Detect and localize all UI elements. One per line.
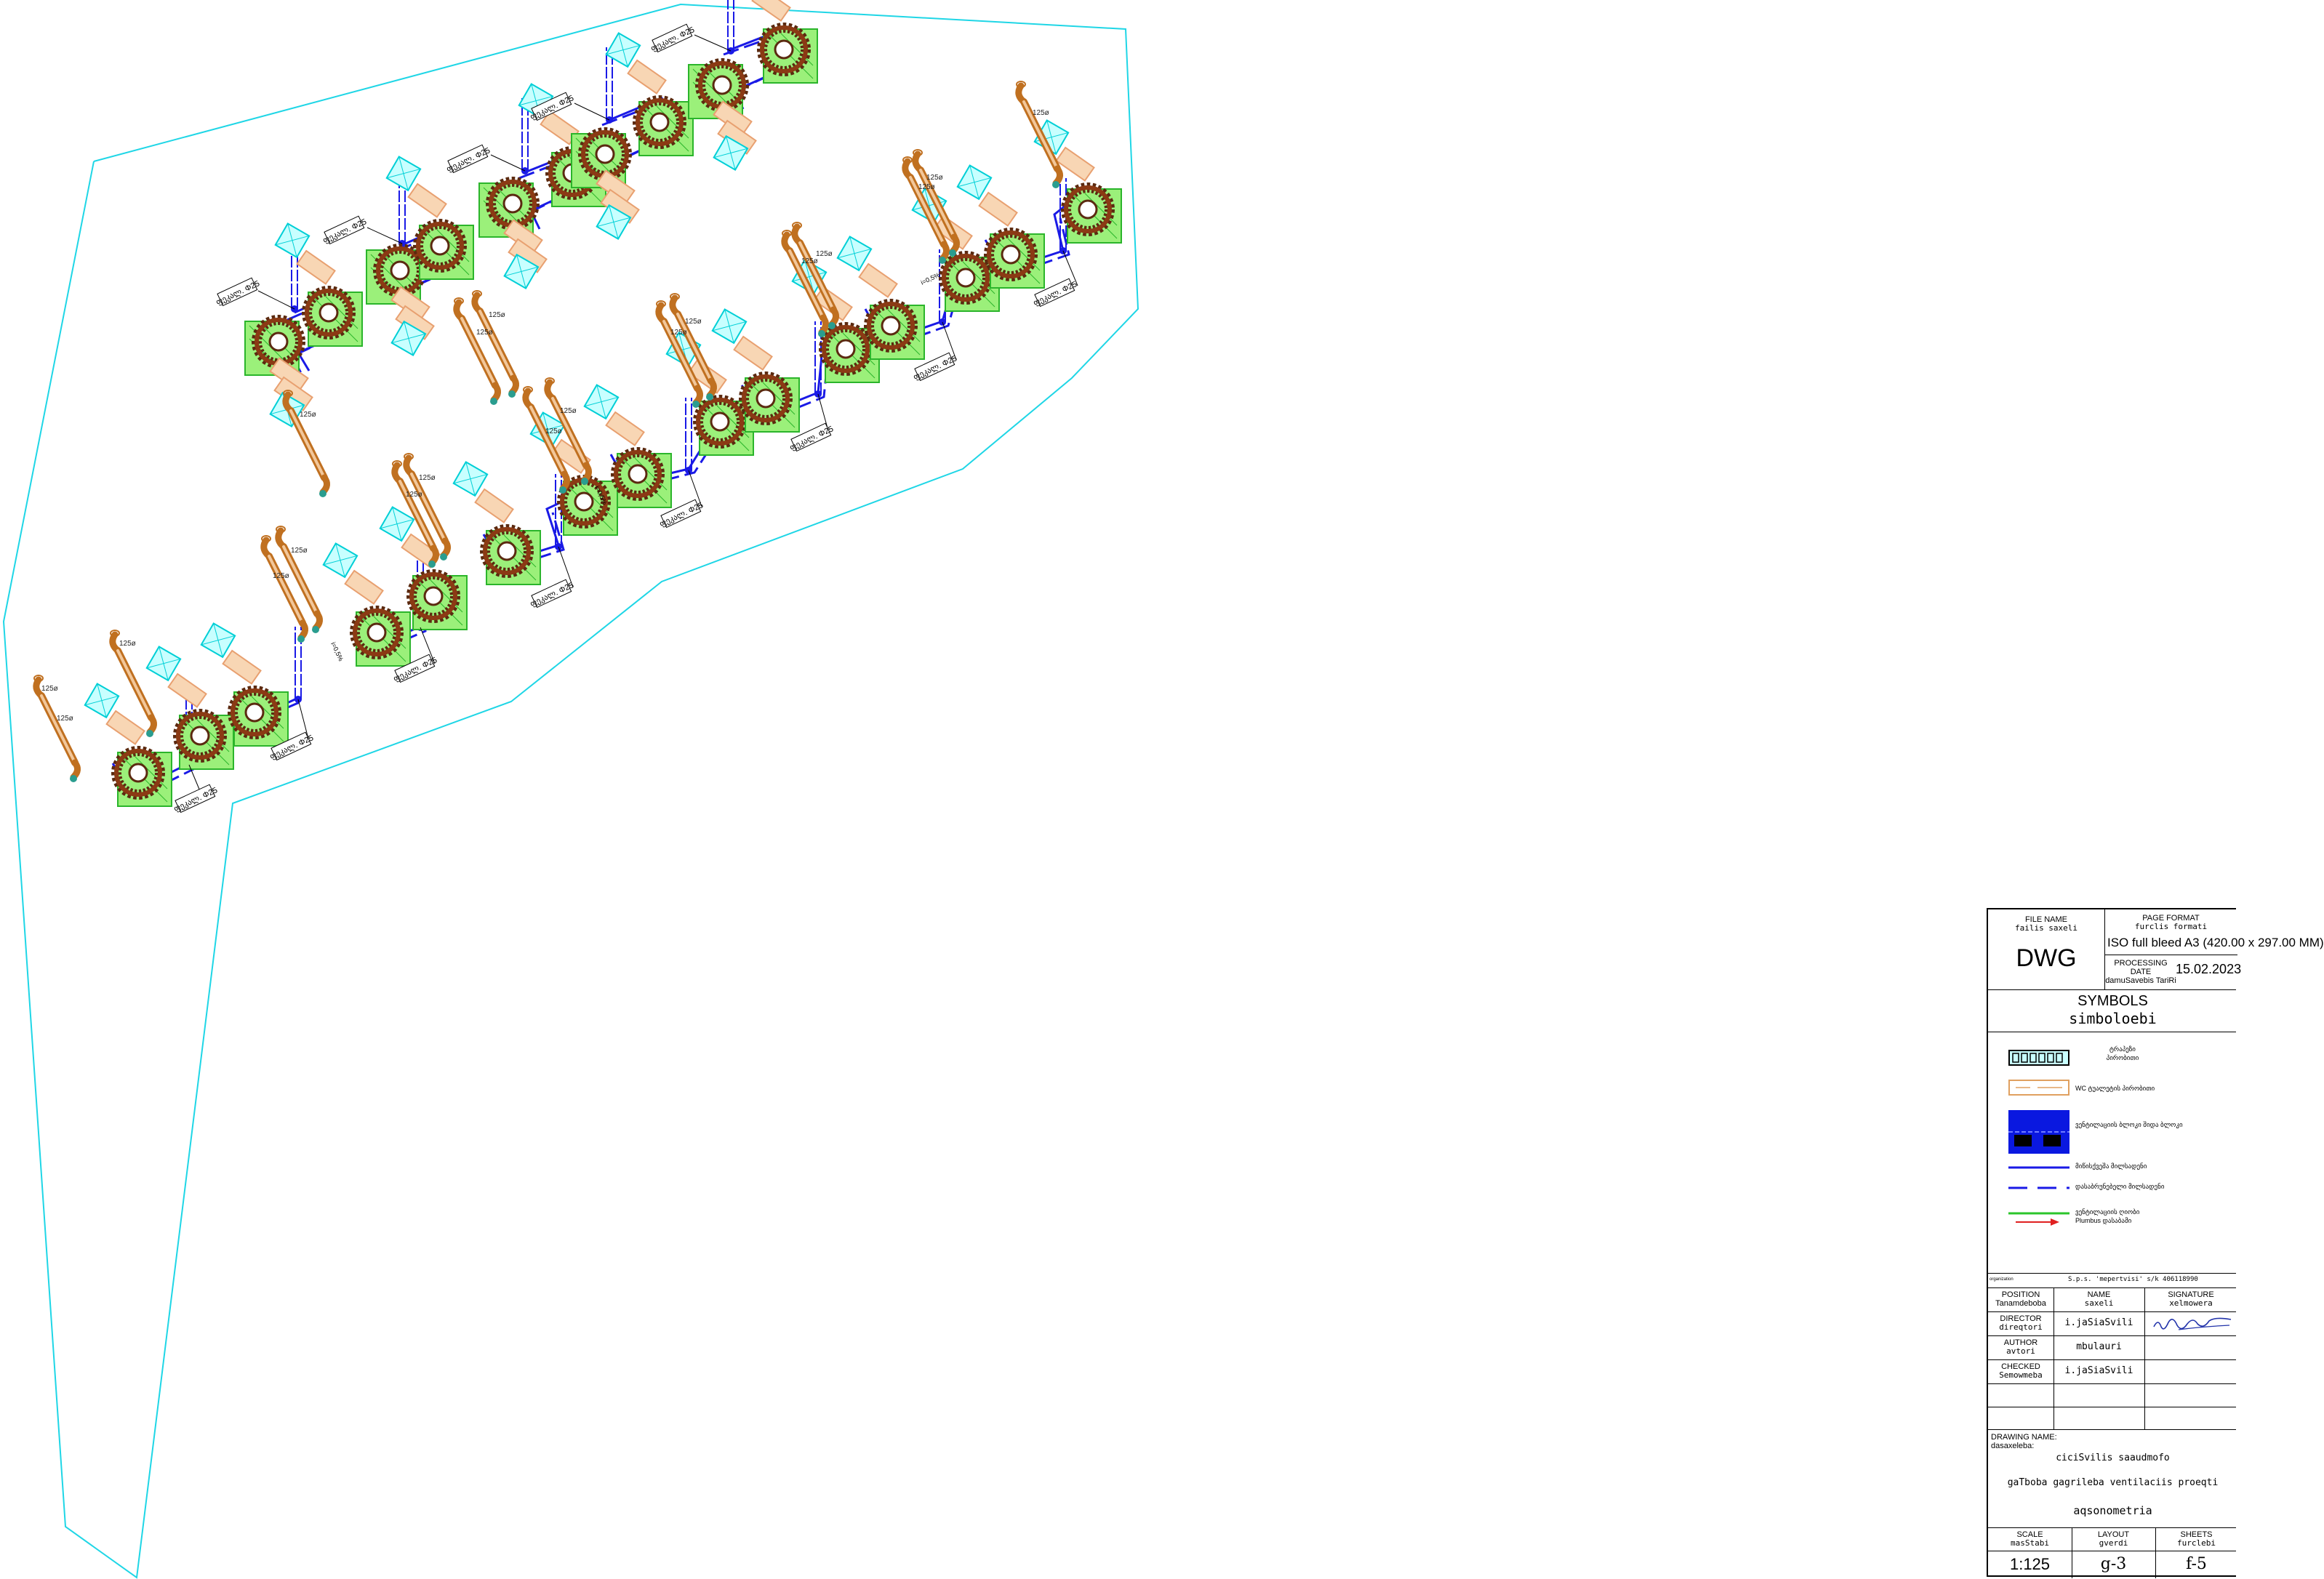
- layout-value: g-3: [2100, 1555, 2127, 1573]
- fixture-group-lower-7: [838, 188, 999, 360]
- diameter-label: 125ø: [1033, 109, 1049, 117]
- fixture-group-lower-5: [585, 332, 753, 507]
- diameter-label: 125ø: [685, 318, 702, 326]
- dashed-blue-line-icon: [2008, 1186, 2069, 1189]
- solid-blue-line-icon: [2008, 1166, 2069, 1169]
- diameter-label: 125ø: [291, 547, 308, 555]
- page-format-label: PAGE FORMAT furclis formati: [2134, 914, 2208, 931]
- file-name-label: FILE NAME failis saxeli: [2014, 915, 2078, 933]
- fixture-group-lower-1: [85, 646, 233, 806]
- diameter-label: 125ø: [300, 411, 316, 419]
- diameter-label: 125ø: [476, 329, 493, 337]
- pipe-label: ფეკალ. Φ25: [172, 784, 219, 813]
- diameter-label: 125ø: [816, 250, 833, 258]
- symbols-title: SYMBOLS: [2077, 993, 2148, 1009]
- fixture-group-lower-4: [454, 412, 617, 587]
- drawing-name-label: DRAWING NAME:dasaxeleba:: [1991, 1433, 2057, 1450]
- director-name: i.jaSiaSvili: [2064, 1317, 2133, 1328]
- processing-date-value: 15.02.2023: [2176, 962, 2242, 976]
- diameter-label: 125ø: [926, 174, 943, 182]
- fixture-group-lower-2: [201, 623, 310, 746]
- wc-icon: [2008, 1080, 2069, 1096]
- radiator-icon: [2008, 1050, 2069, 1066]
- block-icon: [2008, 1110, 2069, 1154]
- pipe-label: ფეკალ. Φ25: [215, 277, 261, 307]
- diameter-label: 125ø: [918, 183, 935, 191]
- diameter-label: 125ø: [670, 329, 687, 337]
- fixture-group-upper-5: [689, 0, 817, 170]
- pipe-label: ფეკალ. Φ25: [649, 23, 696, 53]
- pipe-label: ფეკალ. Φ25: [321, 215, 368, 245]
- fixture-group-lower-3: [324, 507, 467, 666]
- diameter-label: 125ø: [57, 715, 73, 723]
- pipe-label: ფეკალ. Φ25: [445, 144, 492, 174]
- diameter-label: 125ø: [489, 311, 505, 319]
- symbols-title-geo: simboloebi: [2069, 1010, 2157, 1027]
- signature-image: [2153, 1317, 2232, 1330]
- fixture-group-upper-1: [245, 223, 362, 426]
- fixture-group-lower-8: [958, 120, 1121, 288]
- green-red-arrow-icon: [2008, 1212, 2069, 1226]
- diameter-label: 125ø: [801, 257, 818, 265]
- diameter-label: 125ø: [41, 685, 58, 693]
- slope-label: i=0,5%: [329, 641, 345, 662]
- checked-name: i.jaSiaSvili: [2064, 1365, 2133, 1376]
- diameter-label: 125ø: [545, 427, 562, 435]
- author-name: mbulauri: [2076, 1341, 2122, 1352]
- slope-label: i=0,5%: [920, 271, 941, 286]
- fixture-group-upper-4: [572, 33, 693, 238]
- diameter-label: 125ø: [119, 640, 136, 648]
- sheets-value: f-5: [2186, 1555, 2207, 1573]
- drawing-name-line2: gaTboba gagrileba ventilaciis proeqti: [2007, 1477, 2219, 1488]
- diameter-label: 125ø: [560, 407, 577, 415]
- diameter-label: 125ø: [273, 572, 289, 580]
- diameter-label: 125ø: [419, 474, 436, 482]
- diameter-label: 125ø: [406, 491, 422, 499]
- diameter-labels: 125ø 125ø 125ø 125ø 125ø 125ø 125ø 125ø …: [41, 109, 1049, 723]
- processing-date-label: PROCESSING DATE damuSavebis TariRi: [2105, 959, 2176, 985]
- drawing-name-line1: ciciSvilis saaudmofo: [2056, 1453, 2170, 1463]
- company-label: organization: [1990, 1277, 2014, 1282]
- company-value: S.p.s. 'mepertvisi' s/k 406118990: [2068, 1276, 2198, 1283]
- page-format-value: ISO full bleed A3 (420.00 x 297.00 MM): [2107, 936, 2324, 949]
- cad-drawing-canvas: ფეკალ. Φ25 ფეკალ. Φ25 ფეკალ. Φ25 ფეკალ. …: [2, 0, 1139, 1579]
- scale-value: 1:125: [2009, 1555, 2051, 1573]
- drawing-name-line3: aqsonometria: [2073, 1504, 2152, 1517]
- fixture-group-upper-2: [366, 156, 473, 355]
- file-name-value: DWG: [2016, 944, 2077, 972]
- title-block: FILE NAME failis saxeli DWG PAGE FORMAT …: [1987, 908, 2324, 1578]
- building-outline: [2, 3, 1139, 1579]
